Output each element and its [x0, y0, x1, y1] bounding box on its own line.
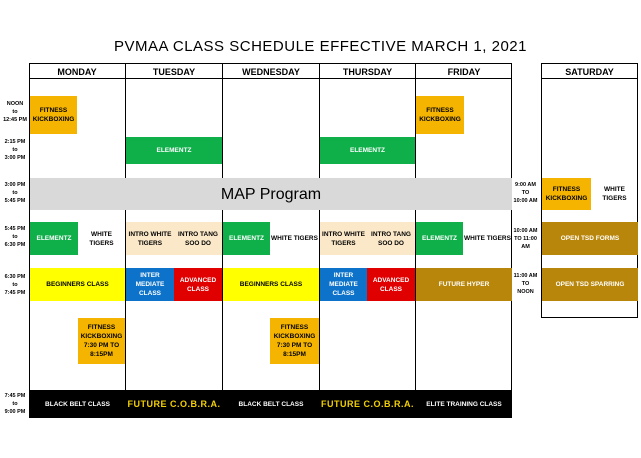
- block-wed-elementz: ELEMENTZ: [223, 222, 270, 255]
- block-thu-elementz: ELEMENTZ: [320, 137, 415, 164]
- time-label-noon: NOON to 12:45 PM: [0, 100, 30, 124]
- time-to: TO: [521, 281, 530, 287]
- block-sat-open-tsd-sparring: OPEN TSD SPARRING: [542, 268, 638, 301]
- time-label-215: 2:15 PM to 3:00 PM: [0, 138, 30, 162]
- block-map-program: MAP Program: [30, 178, 512, 210]
- time-end: 6:30 PM: [4, 242, 26, 248]
- header-friday: FRIDAY: [447, 67, 481, 77]
- divider-tue-wed: [222, 63, 223, 418]
- header-tuesday: TUESDAY: [152, 67, 196, 77]
- block-fri-elite-training-class: ELITE TRAINING CLASS: [416, 390, 512, 418]
- time-end: 12:45 PM: [3, 117, 27, 123]
- time-end: 10:00 AM: [513, 198, 538, 204]
- time-to: to: [12, 109, 18, 115]
- block-tue-elementz: ELEMENTZ: [126, 137, 222, 164]
- block-wed-black-belt-class: BLACK BELT CLASS: [223, 390, 319, 418]
- time-start: 6:30 PM: [4, 274, 26, 280]
- time-end: 3:00 PM: [4, 155, 26, 161]
- block-wed-beginners-class: BEGINNERS CLASS: [223, 268, 319, 301]
- block-wed-white-tigers: WHITE TIGERS: [271, 235, 318, 242]
- block-tue-intermediate-class: INTER MEDIATE CLASS: [126, 268, 174, 301]
- time-start: 3:00 PM: [4, 182, 26, 188]
- time-to: TO: [521, 190, 530, 196]
- header-wednesday: WEDNESDAY: [242, 67, 300, 77]
- time-start: 9:00 AM: [515, 182, 536, 188]
- block-tue-intro-white-tigers: INTRO WHITE TIGERS: [126, 222, 174, 255]
- time-start: NOON: [6, 101, 24, 107]
- block-tue-advanced-class: ADVANCED CLASS: [174, 268, 222, 301]
- block-fri-white-tigers: WHITE TIGERS: [464, 235, 511, 242]
- sat-time-label-900: 9:00 AM TO 10:00 AM: [510, 181, 541, 205]
- time-label-630: 6:30 PM to 7:45 PM: [0, 273, 30, 297]
- time-start: 10:00 AM: [513, 228, 538, 234]
- time-end: 7:45 PM: [4, 290, 26, 296]
- sat-time-label-1000: 10:00 AM TO 11:00 AM: [510, 227, 541, 251]
- block-thu-intro-tang-soo-do: INTRO TANG SOO DO: [367, 222, 415, 255]
- time-label-300: 3:00 PM to 5:45 PM: [0, 181, 30, 205]
- block-mon-black-belt-class: BLACK BELT CLASS: [30, 390, 125, 418]
- time-end: 5:45 PM: [4, 198, 26, 204]
- block-wed-fitness-kickboxing-late: FITNESS KICKBOXING 7:30 PM TO 8:15PM: [270, 318, 319, 364]
- block-mon-elementz: ELEMENTZ: [30, 222, 78, 255]
- block-tue-intro-tang-soo-do: INTRO TANG SOO DO: [174, 222, 222, 255]
- block-sat-open-tsd-forms: OPEN TSD FORMS: [542, 222, 638, 255]
- block-mon-fitness-kickboxing: FITNESS KICKBOXING: [30, 96, 77, 134]
- time-to: TO 11:00: [514, 236, 537, 242]
- block-thu-intro-white-tigers: INTRO WHITE TIGERS: [320, 222, 367, 255]
- time-start: 7:45 PM: [4, 393, 26, 399]
- block-mon-white-tigers: WHITE TIGERS: [89, 230, 114, 247]
- divider-mon-tue: [125, 63, 126, 418]
- time-to: to: [12, 147, 18, 153]
- block-sat-white-tigers: WHITE TIGERS: [602, 186, 627, 202]
- block-thu-intermediate-class: INTER MEDIATE CLASS: [320, 268, 367, 301]
- time-label-545: 5:45 PM to 6:30 PM: [0, 225, 30, 249]
- header-thursday: THURSDAY: [342, 67, 393, 77]
- block-mon-fitness-kickboxing-late: FITNESS KICKBOXING 7:30 PM TO 8:15PM: [78, 318, 125, 364]
- divider-thu-fri: [415, 63, 416, 418]
- block-thu-future-cobra: FUTURE C.O.B.R.A.: [320, 390, 415, 418]
- time-to: to: [12, 234, 18, 240]
- block-mon-beginners-class: BEGINNERS CLASS: [30, 268, 125, 301]
- time-to: to: [12, 401, 18, 407]
- time-start: 2:15 PM: [4, 139, 26, 145]
- main-header-divider: [29, 78, 512, 79]
- saturday-grid-frame: [541, 63, 638, 318]
- time-end: 9:00 PM: [4, 409, 26, 415]
- schedule-title: PVMAA CLASS SCHEDULE EFFECTIVE MARCH 1, …: [114, 38, 527, 55]
- block-sat-fitness-kickboxing: FITNESS KICKBOXING: [542, 178, 591, 210]
- header-monday: MONDAY: [57, 67, 97, 77]
- header-saturday: SATURDAY: [565, 67, 614, 77]
- time-end: AM: [521, 244, 530, 250]
- block-thu-advanced-class: ADVANCED CLASS: [367, 268, 415, 301]
- block-fri-future-hyper: FUTURE HYPER: [416, 268, 512, 301]
- time-to: to: [12, 282, 18, 288]
- time-label-745: 7:45 PM to 9:00 PM: [0, 392, 30, 416]
- block-fri-fitness-kickboxing: FITNESS KICKBOXING: [416, 96, 464, 134]
- block-fri-elementz: ELEMENTZ: [416, 222, 463, 255]
- time-end: NOON: [517, 289, 534, 295]
- saturday-header-divider: [541, 78, 638, 79]
- time-to: to: [12, 190, 18, 196]
- time-start: 11:00 AM: [513, 273, 538, 279]
- sat-time-label-1100: 11:00 AM TO NOON: [510, 272, 541, 296]
- block-tue-future-cobra: FUTURE C.O.B.R.A.: [126, 390, 222, 418]
- time-start: 5:45 PM: [4, 226, 26, 232]
- divider-wed-thu: [319, 63, 320, 418]
